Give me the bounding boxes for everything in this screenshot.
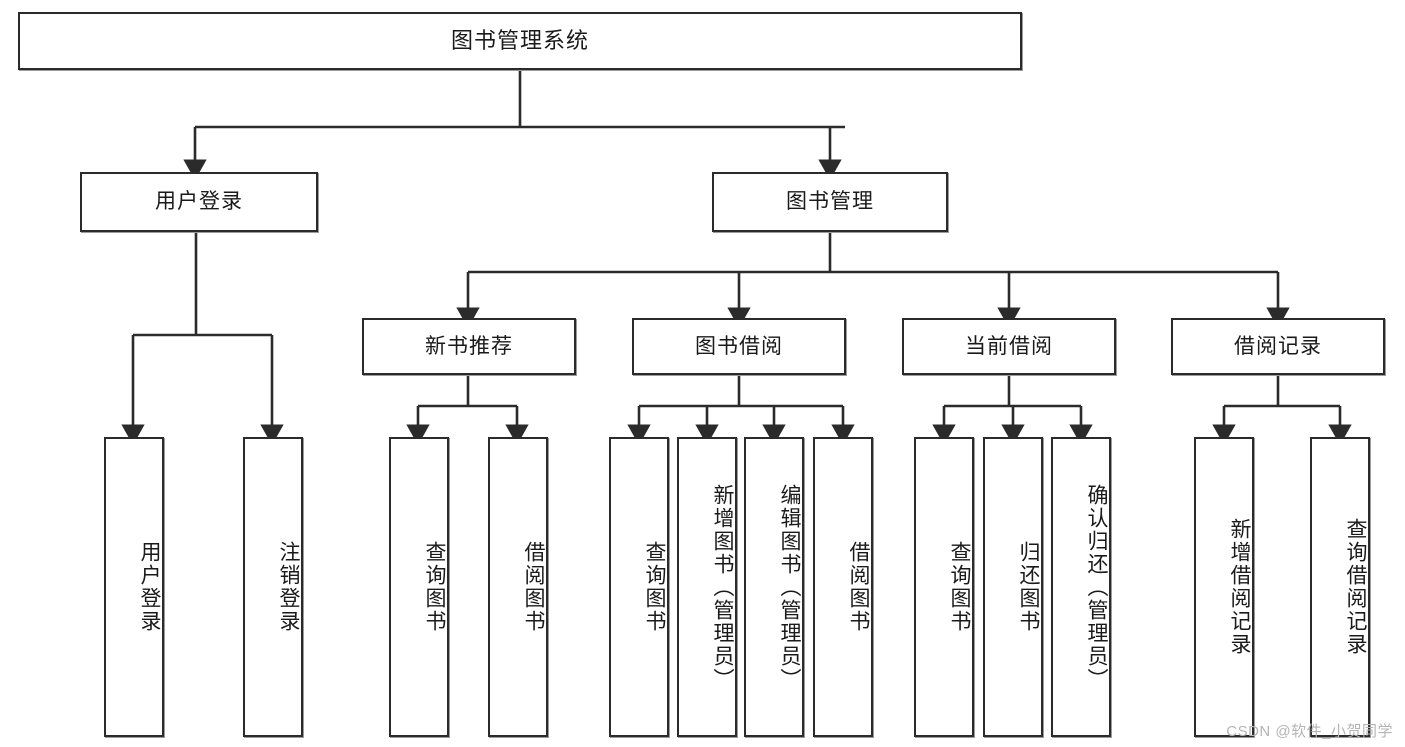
leaf-add-book-admin-label: 新增图书（管理员） [711,483,734,691]
leaf-borrow-book-newbook[interactable]: 借阅图书 [488,437,548,737]
node-current-borrow-label: 当前借阅 [965,334,1053,358]
node-borrow-record-label: 借阅记录 [1234,334,1322,358]
watermark: CSDN @软件_小贺同学 [1226,723,1393,740]
leaf-query-book-current-label: 查询图书 [948,541,971,633]
node-book-borrow-label: 图书借阅 [695,334,783,358]
leaf-add-borrow-record-label: 新增借阅记录 [1228,518,1251,656]
leaf-query-book-current[interactable]: 查询图书 [914,437,974,737]
leaf-query-borrow-record-label: 查询借阅记录 [1344,518,1367,656]
node-user-login[interactable]: 用户登录 [80,172,318,232]
node-new-book-recommend-label: 新书推荐 [425,334,513,358]
leaf-query-book-newbook[interactable]: 查询图书 [389,437,449,737]
leaf-borrow-book-newbook-label: 借阅图书 [522,541,545,633]
node-root[interactable]: 图书管理系统 [18,12,1022,70]
leaf-add-borrow-record[interactable]: 新增借阅记录 [1194,437,1254,737]
leaf-return-book[interactable]: 归还图书 [983,437,1043,737]
leaf-query-book-borrow-label: 查询图书 [643,541,666,633]
leaf-query-borrow-record[interactable]: 查询借阅记录 [1310,437,1370,737]
leaf-confirm-return-admin-label: 确认归还（管理员） [1085,483,1108,691]
node-new-book-recommend[interactable]: 新书推荐 [362,318,576,375]
node-book-management[interactable]: 图书管理 [712,172,948,232]
leaf-edit-book-admin-label: 编辑图书（管理员） [778,483,801,691]
node-user-login-label: 用户登录 [155,190,243,214]
leaf-borrow-book-borrow-label: 借阅图书 [847,541,870,633]
leaf-add-book-admin[interactable]: 新增图书（管理员） [677,437,737,737]
leaf-return-book-label: 归还图书 [1017,541,1040,633]
leaf-user-login-label: 用户登录 [138,541,161,633]
node-current-borrow[interactable]: 当前借阅 [902,318,1116,375]
leaf-logout-label: 注销登录 [277,541,300,633]
leaf-borrow-book-borrow[interactable]: 借阅图书 [813,437,873,737]
leaf-logout[interactable]: 注销登录 [243,437,303,737]
leaf-query-book-newbook-label: 查询图书 [423,541,446,633]
leaf-query-book-borrow[interactable]: 查询图书 [609,437,669,737]
node-borrow-record[interactable]: 借阅记录 [1171,318,1385,375]
leaf-user-login[interactable]: 用户登录 [104,437,164,737]
leaf-confirm-return-admin[interactable]: 确认归还（管理员） [1051,437,1111,737]
node-book-management-label: 图书管理 [786,190,874,214]
leaf-edit-book-admin[interactable]: 编辑图书（管理员） [744,437,804,737]
node-root-label: 图书管理系统 [450,27,589,53]
node-book-borrow[interactable]: 图书借阅 [632,318,846,375]
